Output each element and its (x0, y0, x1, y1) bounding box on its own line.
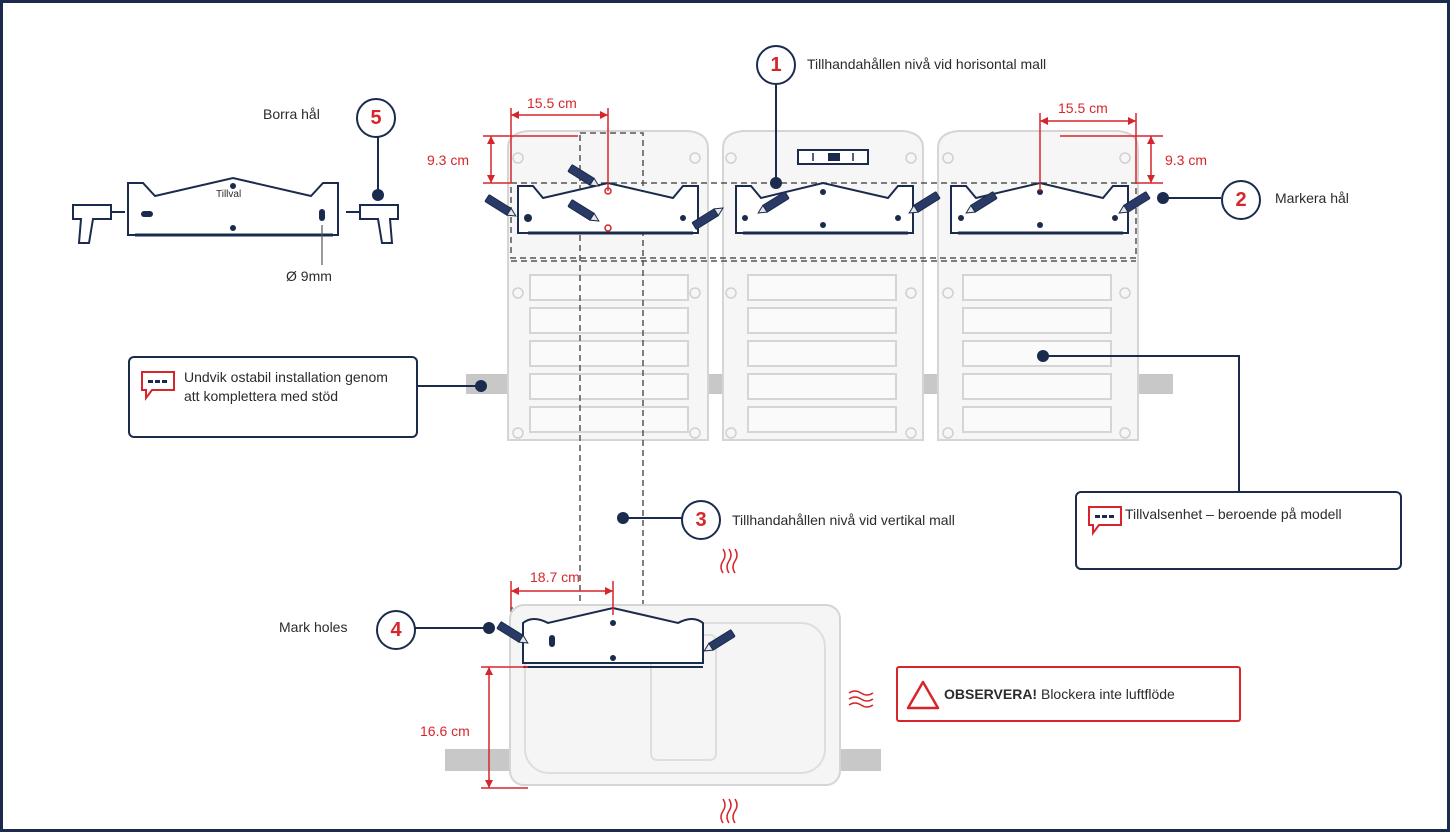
step-label-1: Tillhandahållen nivå vid horisontal mall (807, 56, 1047, 72)
warning-message: Blockera inte luftflöde (1037, 686, 1175, 702)
leader-lines (377, 85, 1240, 629)
wall-pipe-bottom-left (445, 749, 515, 771)
optional-label: Tillval (216, 189, 242, 200)
hole-diameter-label: Ø 9mm (286, 268, 332, 284)
bottom-bracket-holes (549, 620, 616, 661)
bubble-level-icon (797, 149, 869, 165)
wall-pipe-gap-1 (706, 374, 726, 394)
step-badge-4: 4 (376, 610, 416, 650)
wall-pipe-bottom-right (836, 749, 881, 771)
drill-bracket-holes (141, 183, 325, 231)
dimension-bottom-height: 16.6 cm (420, 723, 470, 739)
dimension-top-left-height: 9.3 cm (427, 152, 470, 168)
step-label-4: Mark holes (279, 619, 348, 635)
step-label-5: Borra hål (263, 106, 320, 122)
dimension-top-right-width: 15.5 cm (1058, 100, 1108, 116)
dimension-bottom-width: 18.7 cm (530, 569, 580, 585)
step-badge-1: 1 (756, 45, 796, 85)
wall-pipe-gap-2 (920, 374, 940, 394)
step-badge-3: 3 (681, 500, 721, 540)
dimension-lines-bottom (481, 581, 614, 789)
bottom-bracket (522, 606, 704, 668)
warning-title: OBSERVERA! (944, 686, 1038, 702)
step-label-3: Tillhandahållen nivå vid vertikal mall (732, 512, 955, 528)
drill-bracket (127, 176, 339, 237)
airflow-icon-bottom (720, 798, 738, 824)
speech-bubble-icon (1088, 506, 1122, 536)
bracket-holes (524, 189, 1118, 228)
dimension-arrows-top (487, 111, 1155, 183)
leader-dots (372, 177, 1169, 634)
note-optional-unit-text: Tillvalsenhet – beroende på modell (1125, 506, 1342, 522)
dimension-arrows-bottom (485, 587, 613, 788)
bracket-left (517, 181, 699, 235)
speech-bubble-icon (141, 371, 175, 401)
drill-icon-left (72, 204, 125, 244)
module-left (507, 130, 709, 441)
warning-text: OBSERVERA! Blockera inte luftflöde (944, 686, 1175, 702)
module-middle (722, 130, 924, 441)
warning-box: OBSERVERA! Blockera inte luftflöde (896, 666, 1241, 722)
note-optional-unit: Tillvalsenhet – beroende på modell (1075, 491, 1402, 570)
module-right (937, 130, 1139, 441)
airflow-icon-top (720, 548, 738, 574)
wall-pipe-left (466, 374, 511, 394)
step-label-2: Markera hål (1275, 190, 1349, 206)
note-support-text: Undvik ostabil installation genom att ko… (184, 369, 388, 404)
step-badge-5: 5 (356, 98, 396, 138)
step-badge-2: 2 (1221, 180, 1261, 220)
module-screws (512, 152, 1131, 439)
diagram-drawing (72, 85, 1240, 824)
note-support: Undvik ostabil installation genom att ko… (128, 356, 418, 438)
wall-pipe-right (1133, 374, 1173, 394)
dimension-top-left-width: 15.5 cm (527, 95, 577, 111)
drill-icon-right (346, 204, 399, 244)
dimension-top-right-height: 9.3 cm (1165, 152, 1208, 168)
mark-point-bottom (604, 224, 612, 232)
warning-triangle-icon (906, 680, 940, 710)
airflow-icon-side (848, 690, 874, 708)
